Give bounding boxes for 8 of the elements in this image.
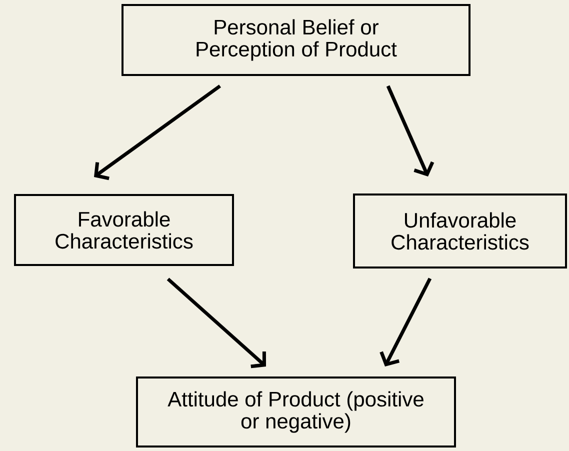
- process-box: Unfavorable Characteristics: [353, 194, 567, 268]
- arrow: [94, 84, 222, 180]
- arrow: [166, 278, 266, 368]
- arrow: [386, 85, 434, 176]
- process-box: Favorable Characteristics: [14, 194, 234, 266]
- process-box: Attitude of Product (positive or negative): [136, 376, 456, 448]
- process-box: Personal Belief or Perception of Product: [122, 4, 470, 76]
- arrow: [380, 278, 432, 366]
